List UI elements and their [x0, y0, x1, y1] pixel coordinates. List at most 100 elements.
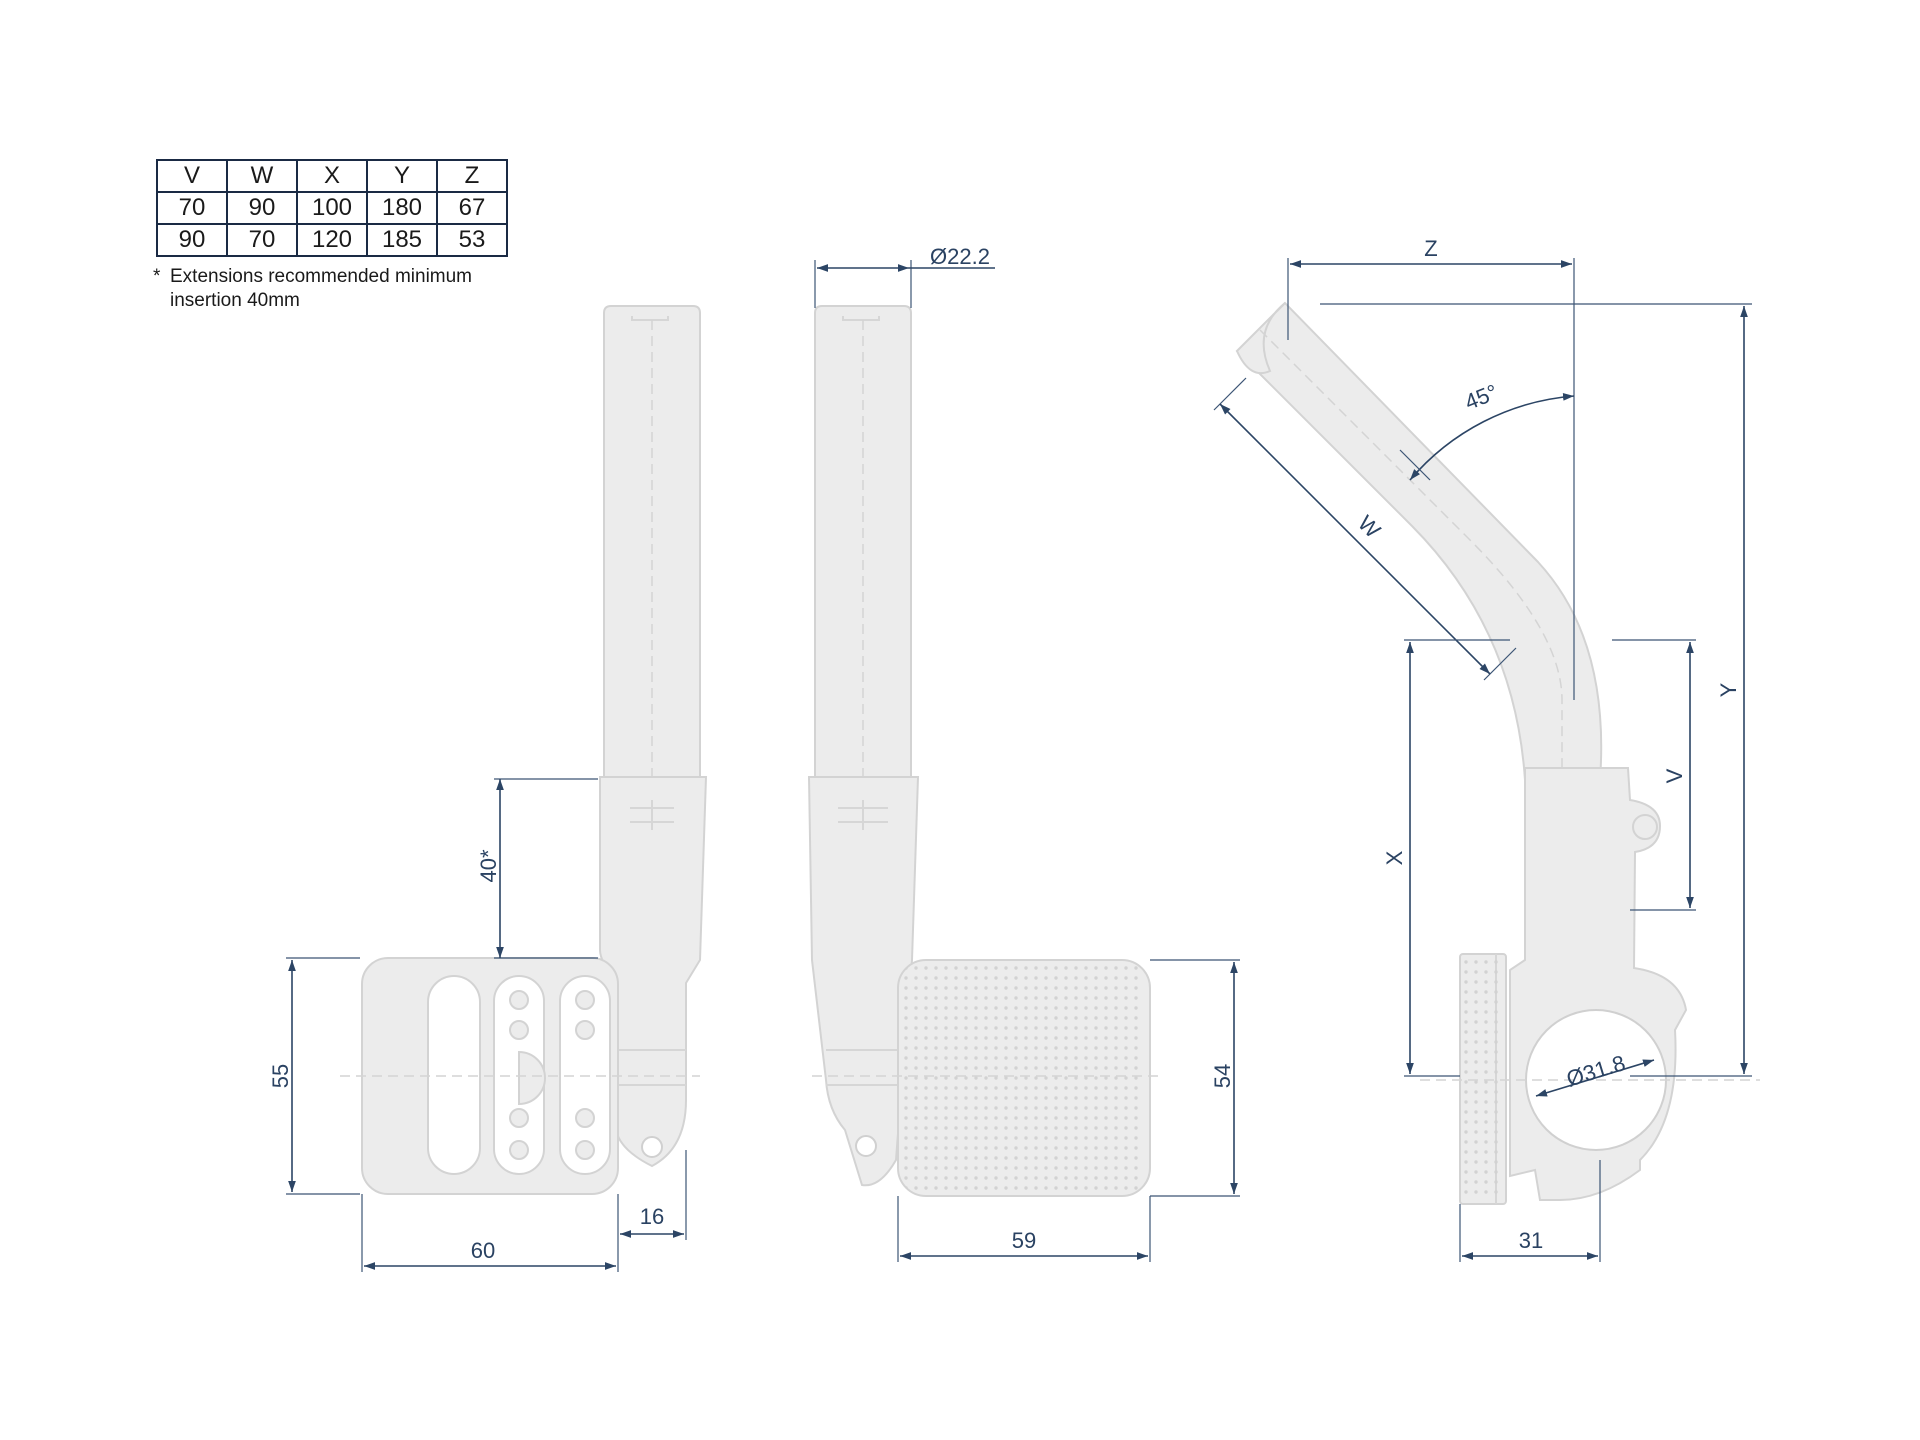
- pad-texture-dot: [1064, 1066, 1068, 1070]
- pad-texture-dot: [1124, 1006, 1128, 1010]
- pad-texture-dot: [1474, 1120, 1478, 1124]
- pad-texture-dot: [1054, 1116, 1058, 1120]
- pad-texture-dot: [1464, 1030, 1468, 1034]
- pad-texture-dot: [1014, 1056, 1018, 1060]
- pad-texture-dot: [974, 1156, 978, 1160]
- pad-texture-dot: [1044, 966, 1048, 970]
- dim-pad-width-side-label: 59: [1012, 1228, 1036, 1253]
- pad-texture-dot: [1474, 1130, 1478, 1134]
- pad-texture-dot: [994, 966, 998, 970]
- pad-texture-dot: [1134, 1016, 1138, 1020]
- pad-texture-dot: [964, 966, 968, 970]
- pad-texture-dot: [924, 1066, 928, 1070]
- pad-texture-dot: [1074, 1096, 1078, 1100]
- dim-tube-diameter-label: Ø22.2: [930, 244, 990, 269]
- pad-texture-dot: [1024, 1126, 1028, 1130]
- pad-texture-dot: [1464, 1040, 1468, 1044]
- pad-texture-dot: [1024, 1016, 1028, 1020]
- pad-texture-dot: [994, 1026, 998, 1030]
- pad-texture-dot: [1124, 996, 1128, 1000]
- pad-texture-dot: [1084, 1126, 1088, 1130]
- dim-pad-height-side-label: 54: [1210, 1064, 1235, 1088]
- pad-texture-dot: [1004, 1136, 1008, 1140]
- pad-texture-dot: [914, 1076, 918, 1080]
- pad-texture-dot: [1064, 1056, 1068, 1060]
- pad-texture-dot: [1094, 1036, 1098, 1040]
- pad-texture-dot: [1484, 1120, 1488, 1124]
- dim-z-label: Z: [1424, 236, 1437, 261]
- pad-texture-dot: [904, 1006, 908, 1010]
- pad-texture-dot: [1064, 986, 1068, 990]
- pad-texture-dot: [1134, 1186, 1138, 1190]
- side-logo-mark: [838, 800, 888, 830]
- pad-texture-dot: [1024, 1046, 1028, 1050]
- pad-texture-dot: [964, 1006, 968, 1010]
- pad-texture-dot: [954, 1006, 958, 1010]
- pad-texture-dot: [1014, 1026, 1018, 1030]
- pad-texture-dot: [944, 1036, 948, 1040]
- pad-texture-dot: [1494, 1020, 1498, 1024]
- pad-texture-dot: [1074, 1066, 1078, 1070]
- pad-texture-dot: [994, 1056, 998, 1060]
- pad-texture-dot: [1494, 1040, 1498, 1044]
- pad-texture-dot: [1024, 1106, 1028, 1110]
- pad-texture-dot: [1054, 1076, 1058, 1080]
- pad-texture-dot: [1034, 1126, 1038, 1130]
- pad-texture-dot: [944, 1026, 948, 1030]
- pad-texture-dot: [934, 1026, 938, 1030]
- pad-texture-dot: [1044, 1106, 1048, 1110]
- pad-texture-dot: [1464, 1080, 1468, 1084]
- pad-texture-dot: [964, 1176, 968, 1180]
- pad-texture-dot: [904, 1036, 908, 1040]
- front-view: [340, 305, 708, 1195]
- pad-texture-dot: [1074, 1156, 1078, 1160]
- table-cell: 120: [296, 223, 368, 257]
- pad-texture-dot: [1064, 1096, 1068, 1100]
- pad-texture-dot: [1134, 1116, 1138, 1120]
- pad-texture-dot: [1084, 1146, 1088, 1150]
- pad-texture-dot: [1034, 1116, 1038, 1120]
- pad-texture-dot: [1044, 1186, 1048, 1190]
- pad-texture-dot: [1484, 1040, 1488, 1044]
- dim-w: [1219, 403, 1491, 675]
- pad-texture-dot: [1084, 976, 1088, 980]
- pad-texture-dot: [1014, 1186, 1018, 1190]
- pad-texture-dot: [934, 996, 938, 1000]
- pad-texture-dot: [1104, 1086, 1108, 1090]
- pad-texture-dot: [1494, 1100, 1498, 1104]
- pad-texture-dot: [984, 1136, 988, 1140]
- pad-texture-dot: [1084, 1036, 1088, 1040]
- pad-texture-dot: [1114, 1186, 1118, 1190]
- pad-texture-dot: [934, 1156, 938, 1160]
- pad-texture-dot: [954, 996, 958, 1000]
- pad-texture-dot: [1484, 1110, 1488, 1114]
- pad-texture-dot: [1034, 1026, 1038, 1030]
- pad-texture-dot: [954, 976, 958, 980]
- pad-texture-dot: [1494, 970, 1498, 974]
- pad-texture-dot: [1464, 1110, 1468, 1114]
- dim-angle-label: 45°: [1461, 379, 1501, 415]
- pad-texture-dot: [1054, 1016, 1058, 1020]
- front-pad-hole: [509, 990, 529, 1010]
- pad-texture-dot: [974, 1056, 978, 1060]
- pad-texture-dot: [924, 1056, 928, 1060]
- pad-texture-dot: [1494, 1120, 1498, 1124]
- pad-texture-dot: [1044, 1006, 1048, 1010]
- pad-texture-dot: [964, 1186, 968, 1190]
- pad-texture-dot: [1484, 960, 1488, 964]
- pad-texture-dot: [1004, 1186, 1008, 1190]
- dim-pad-depth-label: 31: [1519, 1228, 1543, 1253]
- pad-texture-dot: [1004, 1146, 1008, 1150]
- pad-texture-dot: [1124, 976, 1128, 980]
- pad-texture-dot: [1094, 1126, 1098, 1130]
- pad-texture-dot: [1094, 1146, 1098, 1150]
- pad-texture-dot: [1034, 1096, 1038, 1100]
- pad-texture-dot: [1024, 1176, 1028, 1180]
- pad-texture-dot: [984, 1146, 988, 1150]
- pad-texture-dot: [1054, 1156, 1058, 1160]
- table-header-cell: V: [156, 159, 228, 193]
- pad-texture-dot: [1474, 1080, 1478, 1084]
- pad-texture-dot: [1134, 1106, 1138, 1110]
- pad-texture-dot: [904, 1136, 908, 1140]
- pad-texture-dot: [1004, 1126, 1008, 1130]
